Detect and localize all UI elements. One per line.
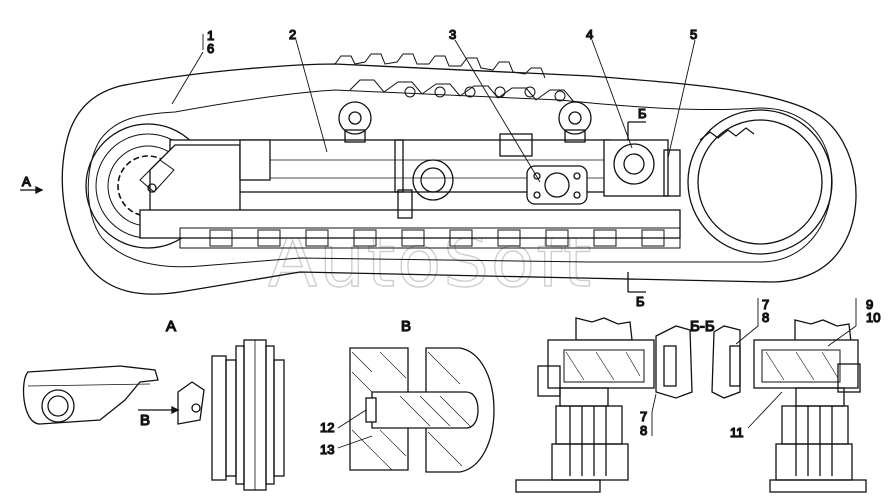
final-drive-housing — [603, 139, 669, 197]
view-v: В 12 13 — [319, 317, 495, 473]
drive-flange-plate — [526, 165, 588, 205]
callout-3: 3 — [449, 27, 456, 42]
view-arrow-a: А — [22, 174, 31, 189]
view-a: А В — [22, 317, 285, 491]
callout-10: 10 — [866, 310, 880, 325]
callout-1: 1 — [207, 28, 214, 43]
callout-7-right: 7 — [762, 297, 769, 312]
track-chain-outline — [61, 63, 857, 295]
callout-4: 4 — [586, 27, 593, 42]
callout-7-left: 7 — [640, 409, 647, 424]
track-chain-inner — [87, 89, 832, 268]
callout-11: 11 — [730, 425, 744, 440]
carrier-rollers — [338, 101, 592, 143]
callout-5: 5 — [690, 27, 697, 42]
callout-8-left: 8 — [640, 423, 647, 438]
track-shoes-top — [334, 53, 575, 103]
leader-lines-main — [171, 34, 696, 183]
callout-12: 12 — [320, 420, 334, 435]
section-bb-title: Б-Б — [690, 318, 715, 335]
view-a-title: А — [166, 318, 176, 335]
tensioner-housing — [149, 144, 241, 216]
view-arrow-v: В — [140, 412, 150, 429]
callout-13: 13 — [320, 442, 334, 457]
callout-9: 9 — [866, 297, 873, 312]
frame-flange-left — [412, 159, 454, 201]
track-rollers — [209, 229, 665, 247]
view-v-title: В — [401, 318, 411, 335]
callout-2: 2 — [289, 27, 296, 42]
callout-8-right: 8 — [762, 310, 769, 325]
section-bb: Б-Б — [515, 296, 881, 493]
section-mark-top: Б — [638, 106, 647, 121]
section-mark-bottom: Б — [636, 294, 645, 309]
callout-6: 6 — [207, 41, 214, 56]
roller-carrier — [139, 209, 681, 239]
rear-sprocket — [687, 109, 833, 255]
main-view: Б Б А 1 6 2 3 4 5 — [20, 26, 857, 310]
